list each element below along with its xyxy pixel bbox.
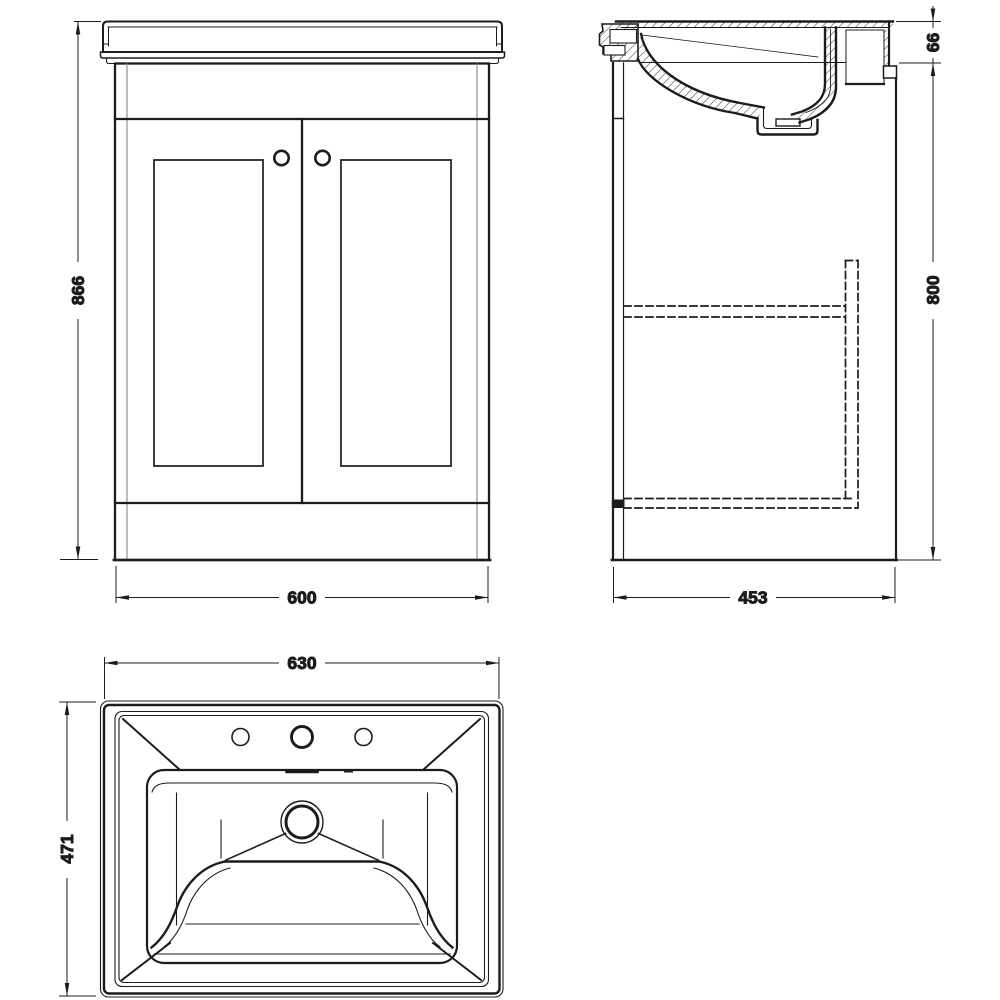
side-back-step	[882, 65, 898, 79]
dim-front-height	[60, 21, 101, 560]
side-bowl-inner-wall	[639, 32, 766, 109]
side-overflow-outer-wall	[797, 26, 838, 125]
dim-side-heights	[896, 6, 942, 561]
top-diagonal-br	[431, 941, 483, 982]
front-elevation-view	[99, 20, 506, 562]
drain-slope-left	[224, 832, 287, 862]
dim-top-width-label: 630	[287, 653, 316, 673]
apron-inner-right	[373, 867, 441, 948]
door-panel-left	[153, 159, 264, 467]
tap-hole-right	[354, 727, 373, 747]
basin-bowl-outline	[145, 768, 459, 965]
dim-front-height-label: 866	[68, 276, 88, 305]
bowl-front-rim-line	[151, 782, 453, 793]
door-knob-right	[313, 149, 331, 167]
top-plan-view	[99, 700, 504, 998]
side-back-void	[846, 30, 884, 84]
side-sump-inner-line	[762, 107, 813, 130]
apron-outer-right	[377, 860, 455, 950]
door-panel-right	[340, 159, 452, 467]
side-worktop-section	[617, 21, 893, 28]
side-lip-cutout-lower	[603, 44, 626, 56]
drain-slope-right	[317, 832, 380, 862]
tap-hole-center	[290, 725, 314, 749]
dim-front-width	[115, 566, 489, 606]
waste-hole-outer	[280, 800, 324, 844]
top-inner-rim-inner	[118, 714, 486, 984]
dim-top-depth	[57, 701, 96, 997]
dim-side-depth-label: 453	[738, 588, 767, 608]
dim-front-width-label: 600	[287, 588, 316, 608]
top-outer-edge-thin	[99, 700, 504, 998]
side-section-view	[598, 20, 899, 562]
side-overflow-mid-line	[805, 28, 831, 114]
apron-inner-left	[163, 867, 231, 948]
side-sump-tab	[775, 118, 801, 127]
dim-top-width	[104, 654, 500, 699]
dim-side-basin-height-label: 66	[923, 33, 943, 53]
top-diagonal-tr	[421, 717, 482, 772]
side-overflow-section	[792, 27, 836, 123]
front-cornice-band	[99, 51, 506, 59]
top-diagonal-tl	[121, 717, 182, 772]
dim-top-depth-label: 471	[57, 834, 77, 863]
top-diagonal-bl	[120, 941, 172, 982]
side-far-rim-edge	[641, 34, 819, 58]
top-inner-rim-outer	[114, 710, 490, 988]
side-lip-cutout-upper	[609, 28, 638, 44]
dim-side-cabinet-height-label: 800	[923, 275, 943, 304]
waste-hole-inner	[284, 804, 320, 840]
side-door-bottom-joint	[611, 499, 625, 508]
top-outer-edge	[102, 703, 501, 995]
front-basin-outline	[102, 20, 503, 53]
side-bowl-outer-wall	[636, 57, 759, 120]
side-overflow-inner-wall	[790, 26, 827, 116]
door-knob-left	[272, 149, 290, 167]
apron-outer-left	[149, 860, 227, 950]
dim-side-depth	[613, 567, 896, 606]
tap-hole-left	[231, 727, 250, 747]
dimension-annotations: 866 600 66 800 453 630 471	[57, 6, 944, 997]
side-back-wall-section	[884, 30, 889, 66]
side-bowl-wall-section	[638, 34, 764, 119]
side-hidden-shelf-lines	[623, 259, 859, 509]
